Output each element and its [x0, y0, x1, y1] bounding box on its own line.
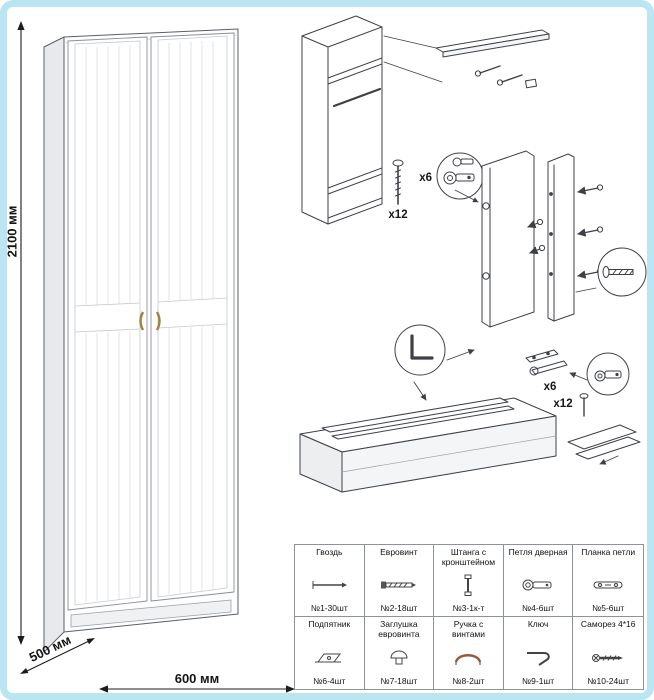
- screw-icon: [588, 647, 628, 669]
- part-cell-handle: Ручка с винтами №8-2шт: [434, 617, 504, 689]
- part-count: №1-30шт: [310, 603, 348, 613]
- wardrobe-illustration: [17, 21, 295, 693]
- screws-top-callout: x12: [388, 159, 408, 221]
- wardrobe-drawing: [43, 28, 239, 653]
- part-name: Штанга с кронштейном: [441, 547, 496, 567]
- hinges-top-callout: x6: [419, 152, 484, 200]
- part-count: №4-6шт: [522, 603, 555, 613]
- part-count: №6-4шт: [313, 676, 346, 686]
- part-count: №3-1к-т: [452, 603, 485, 613]
- dimension-height-label: 2100 мм: [4, 205, 20, 258]
- part-cell-hinge-plate: Планка петли №5-6шт: [573, 545, 643, 617]
- hinge-plate-icon: [588, 574, 628, 596]
- screw-cap-icon: [379, 647, 419, 669]
- part-cell-screw: Саморез 4*16 №10-24шт: [573, 617, 643, 689]
- assembly-diagram: x12 x6: [299, 15, 647, 493]
- dimension-width-label: 600 мм: [174, 671, 220, 686]
- carcass-box: [301, 15, 383, 225]
- edge-screws: [527, 218, 546, 255]
- part-count: №9-1шт: [522, 676, 555, 686]
- nail-icon: [309, 574, 349, 596]
- part-name: Ключ: [527, 619, 549, 629]
- callout-label-hinges-bottom: x6: [544, 381, 557, 393]
- handle-icon: [448, 647, 488, 669]
- key-callout: [394, 324, 475, 376]
- part-name: Заглушка евровинта: [378, 619, 420, 639]
- part-cell-hinge: Петля дверная №4-6шт: [503, 545, 574, 617]
- foot-glide-icon: [309, 647, 349, 669]
- part-count: №7-18шт: [380, 676, 418, 686]
- key-icon: [518, 647, 558, 669]
- hinges-bottom-detail: x6 x12: [525, 349, 630, 417]
- eurobolt-icon: [379, 574, 419, 596]
- part-name: Планка петли: [581, 547, 636, 557]
- leader-wedge-top: [383, 35, 443, 83]
- part-cell-key: Ключ №9-1шт: [503, 617, 574, 689]
- part-name: Петля дверная: [508, 547, 568, 557]
- rod-bracket-icon: [448, 574, 488, 597]
- callout-label-hinges-top: x6: [419, 172, 432, 184]
- part-cell-foot: Подпятник №6-4шт: [295, 617, 365, 689]
- callout-label-screws-top: x12: [388, 209, 407, 221]
- left-door-beadboard: [85, 45, 131, 602]
- door-panel: [481, 150, 535, 328]
- dimension-arrows: [17, 21, 295, 693]
- part-name: Саморез 4*16: [580, 619, 636, 629]
- callout-label-screws-bottom: x12: [553, 398, 572, 410]
- part-name: Гвоздь: [316, 547, 343, 557]
- rail-detail: [435, 29, 550, 89]
- part-count: №5-6шт: [592, 603, 625, 613]
- part-cell-rod: Штанга с кронштейном №3-1к-т: [434, 545, 504, 617]
- side-panel: [547, 153, 647, 322]
- part-cell-nail: Гвоздь №1-30шт: [295, 545, 365, 617]
- part-count: №2-18шт: [380, 603, 418, 613]
- part-count: №8-2шт: [452, 676, 485, 686]
- part-name: Ручка с винтами: [451, 619, 486, 639]
- part-cell-eurobolt: Евровинт №2-18шт: [364, 545, 435, 617]
- part-count: №10-24шт: [587, 676, 629, 686]
- door-handles: [139, 311, 161, 331]
- door-hinge-icon: [518, 574, 558, 596]
- part-name: Подпятник: [308, 619, 351, 629]
- right-door-beadboard: [168, 41, 214, 594]
- part-name: Евровинт: [380, 547, 418, 557]
- base-assembly: [299, 381, 557, 493]
- parts-table: Гвоздь №1-30шт Евровинт №2-18ш: [294, 544, 644, 690]
- panel-stack: [567, 424, 641, 465]
- part-cell-cap: Заглушка евровинта №7-18шт: [364, 617, 435, 689]
